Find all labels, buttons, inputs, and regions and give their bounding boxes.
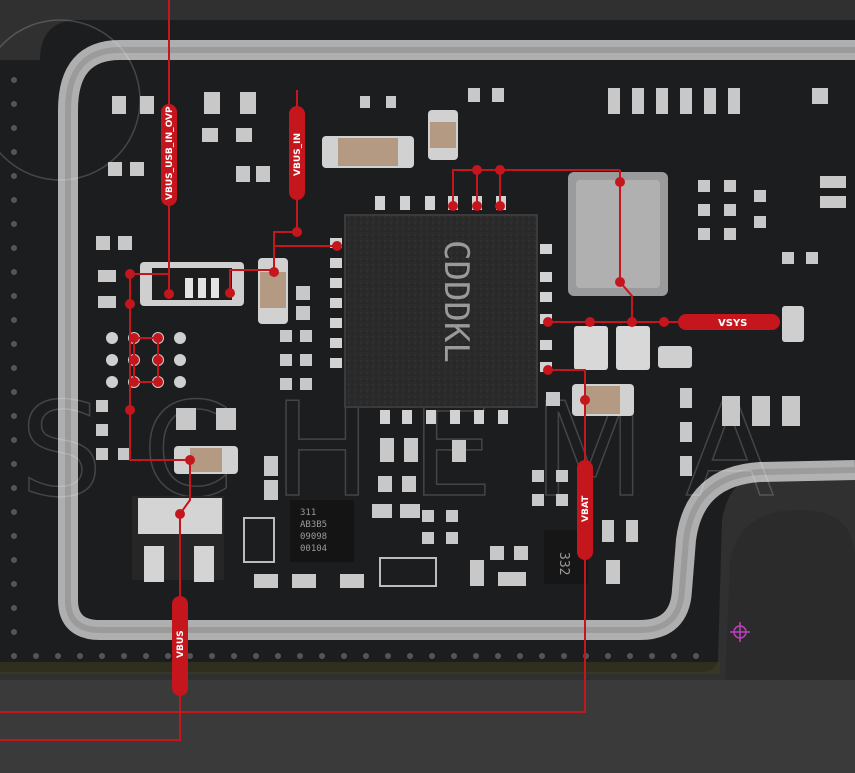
edge-vias [11,77,699,659]
pcb-edge [0,662,720,674]
edge-via [407,653,413,659]
edge-via [693,653,699,659]
edge-via [165,653,171,659]
edge-via [495,653,501,659]
edge-via [253,653,259,659]
svg-text:VBUS_USB_IN_OVP: VBUS_USB_IN_OVP [165,106,175,200]
svg-text:VBAT: VBAT [581,495,591,522]
net-label-vbus-usb-in-ovp: VBUS_USB_IN_OVP [161,104,177,206]
edge-via [187,653,193,659]
edge-via [341,653,347,659]
edge-via [209,653,215,659]
edge-via [473,653,479,659]
small-ic-line-2: AB3B5 [300,520,327,530]
trace-vbus-in-branch [229,269,272,293]
edge-via [319,653,325,659]
edge-via [121,653,127,659]
small-ic: 311 AB3B5 09098 00104 [290,500,354,562]
inductor [568,172,668,296]
edge-via [11,389,17,395]
main-ic-marking: CDDDKL [436,240,476,363]
small-component [243,517,437,587]
edge-via [11,293,17,299]
edge-via [627,653,633,659]
edge-via [11,461,17,467]
regulator-pads [132,496,224,582]
net-nodes [125,165,669,519]
edge-via [429,653,435,659]
crosshair-marker [730,622,750,642]
background-lower [0,680,855,773]
svg-text:VBUS_IN: VBUS_IN [293,133,303,176]
net-label-vbus-in: VBUS_IN [289,106,305,200]
passive-pads [96,88,846,588]
edge-via [99,653,105,659]
edge-via [671,653,677,659]
edge-via [231,653,237,659]
edge-via [33,653,39,659]
edge-via [275,653,281,659]
shield-frame-inner [65,47,855,633]
edge-via [11,629,17,635]
edge-via [11,77,17,83]
edge-via [11,125,17,131]
edge-via [11,581,17,587]
edge-via [517,653,523,659]
edge-via [11,485,17,491]
net-label-vbat: VBAT [577,460,593,560]
board-cutout [725,510,855,680]
edge-via [451,653,457,659]
main-ic: CDDDKL [344,214,538,408]
edge-via [363,653,369,659]
trace-inductor [619,170,633,322]
edge-via [11,101,17,107]
edge-via [11,173,17,179]
edge-via [649,653,655,659]
trace-ic-top [452,169,620,206]
edge-via [297,653,303,659]
edge-via [11,269,17,275]
edge-via [11,509,17,515]
edge-via [11,221,17,227]
net-label-vsys: VSYS [678,314,780,330]
edge-via [143,653,149,659]
svg-text:VSYS: VSYS [718,318,747,329]
edge-via [11,149,17,155]
edge-via [11,365,17,371]
edge-via [385,653,391,659]
edge-via [11,557,17,563]
edge-via [11,341,17,347]
small-ic-line-3: 09098 [300,532,327,542]
edge-via [11,605,17,611]
edge-via [11,653,17,659]
edge-via [11,245,17,251]
svg-text:VBUS: VBUS [176,630,186,658]
edge-via [77,653,83,659]
net-label-vbus: VBUS [172,596,188,696]
edge-via [539,653,545,659]
edge-via [561,653,567,659]
small-ic-line-1: 311 [300,508,316,518]
edge-via [55,653,61,659]
edge-via [11,413,17,419]
edge-via [11,197,17,203]
edge-via [11,533,17,539]
diode-marking: 332 [556,552,571,575]
edge-via [11,317,17,323]
edge-via [605,653,611,659]
small-ic-line-4: 00104 [300,544,327,554]
edge-via [11,437,17,443]
